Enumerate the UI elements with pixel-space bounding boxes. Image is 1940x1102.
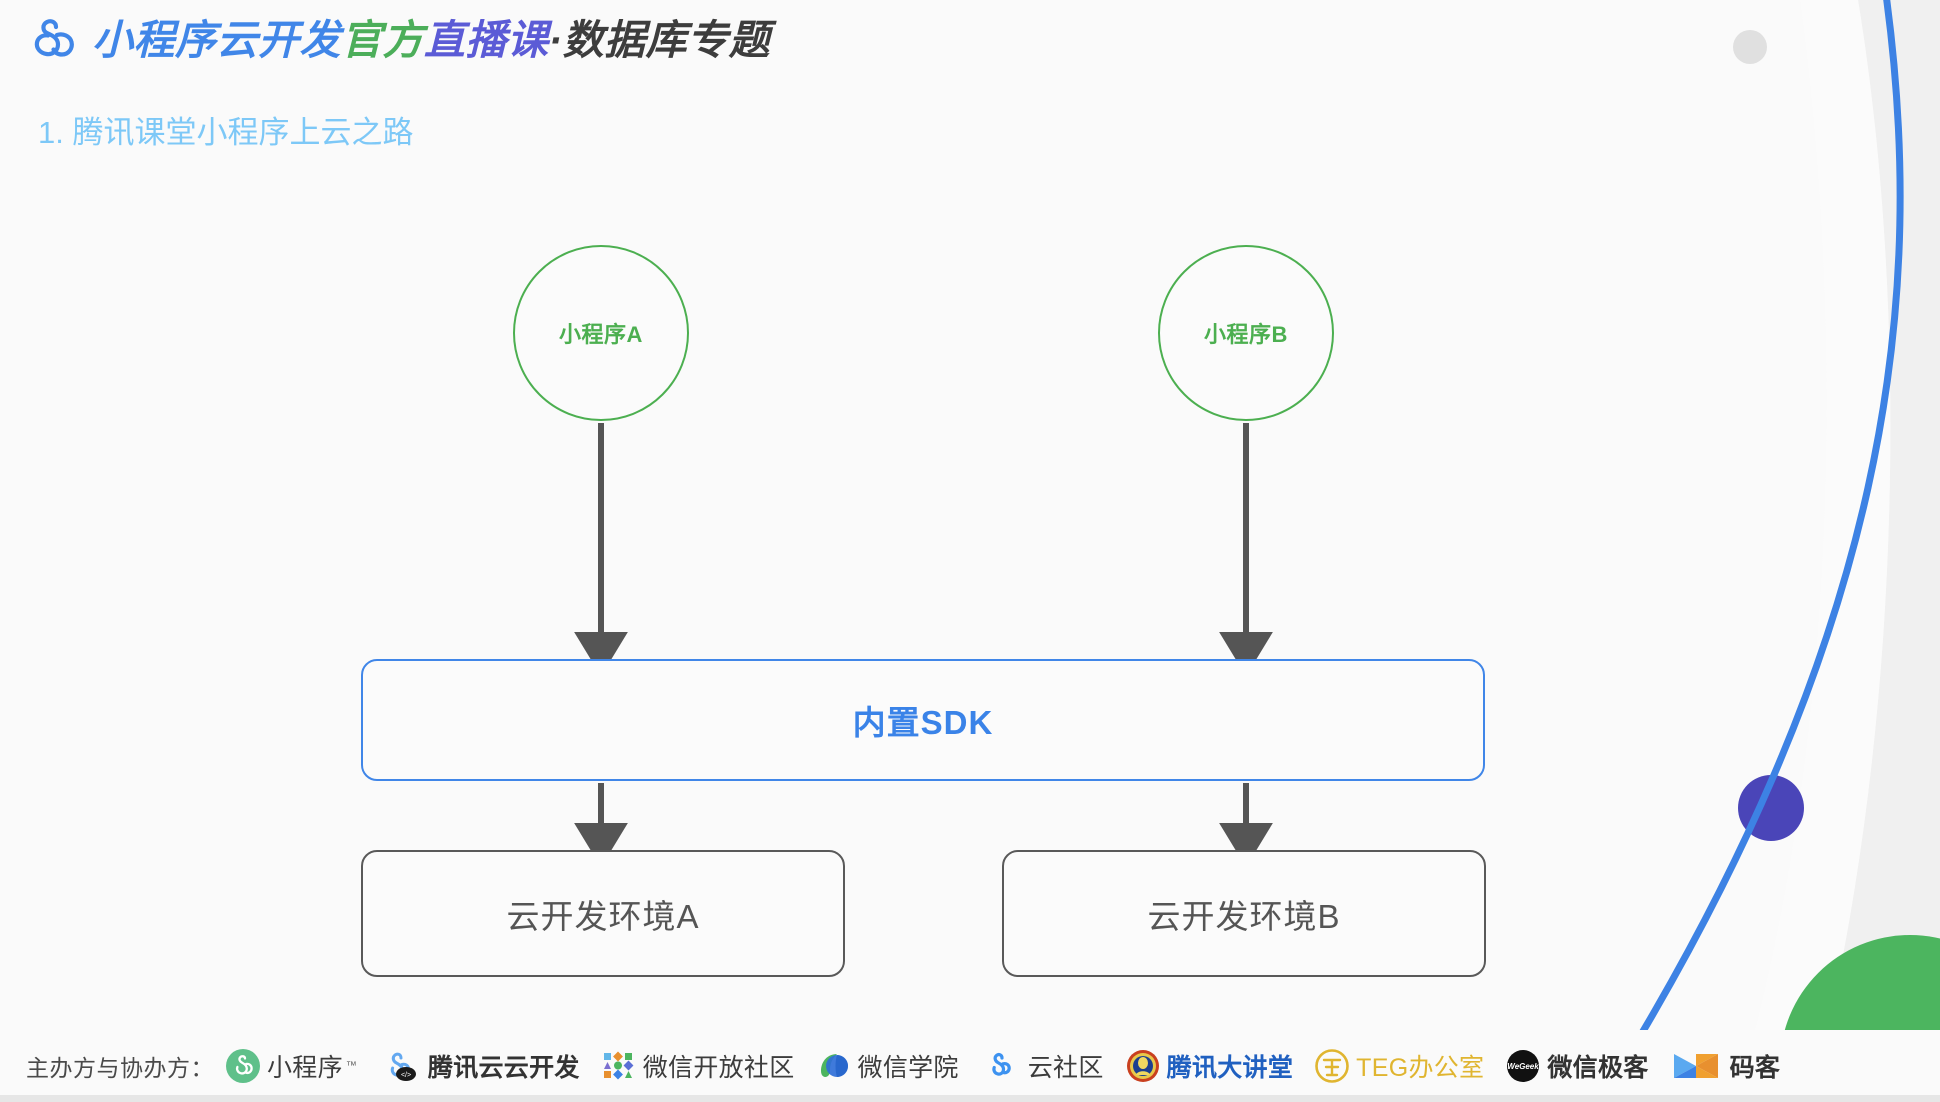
partner-tencent-cloud-label: 腾讯云云开发 [427,1054,580,1082]
partner-miniprogram-label: 小程序 [267,1054,343,1082]
sponsor-footer: 主办方与协办方： 小程序 ™ </> 腾讯云 [0,1030,1940,1102]
white-sliver [1735,0,1891,1102]
title-segment-2: 直播课 [424,16,549,63]
title-segment-1: 官方 [341,16,424,63]
title-segment-3: ·数据库专题 [548,16,771,63]
node-builtin-sdk-label: 内置SDK [852,704,994,741]
title-segment-0: 小程序云开发 [92,16,341,63]
node-miniprogram-a[interactable]: 小程序A [513,245,689,421]
node-cloud-env-b[interactable]: 云开发环境B [1002,850,1486,977]
partner-make[interactable]: 码客 [1671,1048,1781,1084]
partner-tencent-lecture-label: 腾讯大讲堂 [1166,1054,1294,1082]
section-subtitle: 1. 腾讯课堂小程序上云之路 [38,115,414,150]
purple-dot [1738,775,1804,841]
make-logo-icon [1673,1054,1718,1078]
partner-tencent-lecture[interactable]: 腾讯大讲堂 [1126,1048,1294,1084]
node-miniprogram-a-label: 小程序A [559,322,643,347]
gray-swoosh [1810,0,1940,1102]
partner-teg-office-label: TEG办公室 [1356,1054,1485,1082]
page-title: 小程序云开发官方直播课·数据库专题 [26,18,770,62]
partner-miniprogram[interactable]: 小程序 ™ [226,1048,357,1084]
partner-weixin-open-community-label: 微信开放社区 [642,1054,795,1082]
partner-make-label: 码客 [1729,1054,1781,1082]
weixin-open-community-logo-icon [603,1051,634,1080]
svg-text:</>: </> [401,1072,411,1079]
tencent-lecture-logo-icon [1126,1050,1159,1082]
partner-tencent-cloud[interactable]: </> 腾讯云云开发 [379,1048,580,1084]
svg-text:WeGeek: WeGeek [1508,1062,1540,1071]
partner-teg-office[interactable]: TEG办公室 [1315,1048,1484,1084]
partner-wegeek-label: 微信极客 [1547,1054,1649,1082]
partner-cloud-community[interactable]: 云社区 [981,1048,1104,1084]
partner-weixin-open-community[interactable]: 微信开放社区 [602,1048,795,1084]
partner-cloud-community-label: 云社区 [1027,1054,1104,1082]
trademark-mark: ™ [345,1060,357,1072]
title-text: 小程序云开发官方直播课·数据库专题 [92,16,771,63]
gray-dot [1733,30,1767,64]
tencent-cloud-logo-icon: </> [390,1052,416,1081]
node-cloud-env-a[interactable]: 云开发环境A [361,850,845,977]
sponsor-label: 主办方与协办方： [26,1055,214,1081]
node-miniprogram-b-label: 小程序B [1204,322,1288,347]
partner-weixin-academy-label: 微信学院 [857,1054,959,1082]
node-cloud-env-b-label: 云开发环境B [1147,897,1341,935]
partner-wegeek[interactable]: WeGeek 微信极客 [1506,1048,1648,1084]
architecture-diagram: 小程序A 小程序B 内置SDK 云开发环境A 云开发环境B [0,175,1680,977]
footer-divider [0,1095,1940,1102]
partner-weixin-academy[interactable]: 微信学院 [817,1048,959,1084]
miniprogram-logo-icon [226,1049,260,1083]
node-builtin-sdk[interactable]: 内置SDK [361,659,1485,781]
node-miniprogram-b[interactable]: 小程序B [1158,245,1334,421]
cloud-infinity-logo-icon [34,19,74,57]
cloud-community-logo-icon [992,1052,1011,1076]
teg-office-logo-icon [1315,1049,1349,1083]
node-cloud-env-a-label: 云开发环境A [506,897,700,935]
wegeek-logo-icon: WeGeek [1507,1050,1540,1082]
weixin-academy-logo-icon [820,1054,848,1077]
sponsor-logo-list: 小程序 ™ </> 腾讯云云开发 [226,1048,1780,1084]
